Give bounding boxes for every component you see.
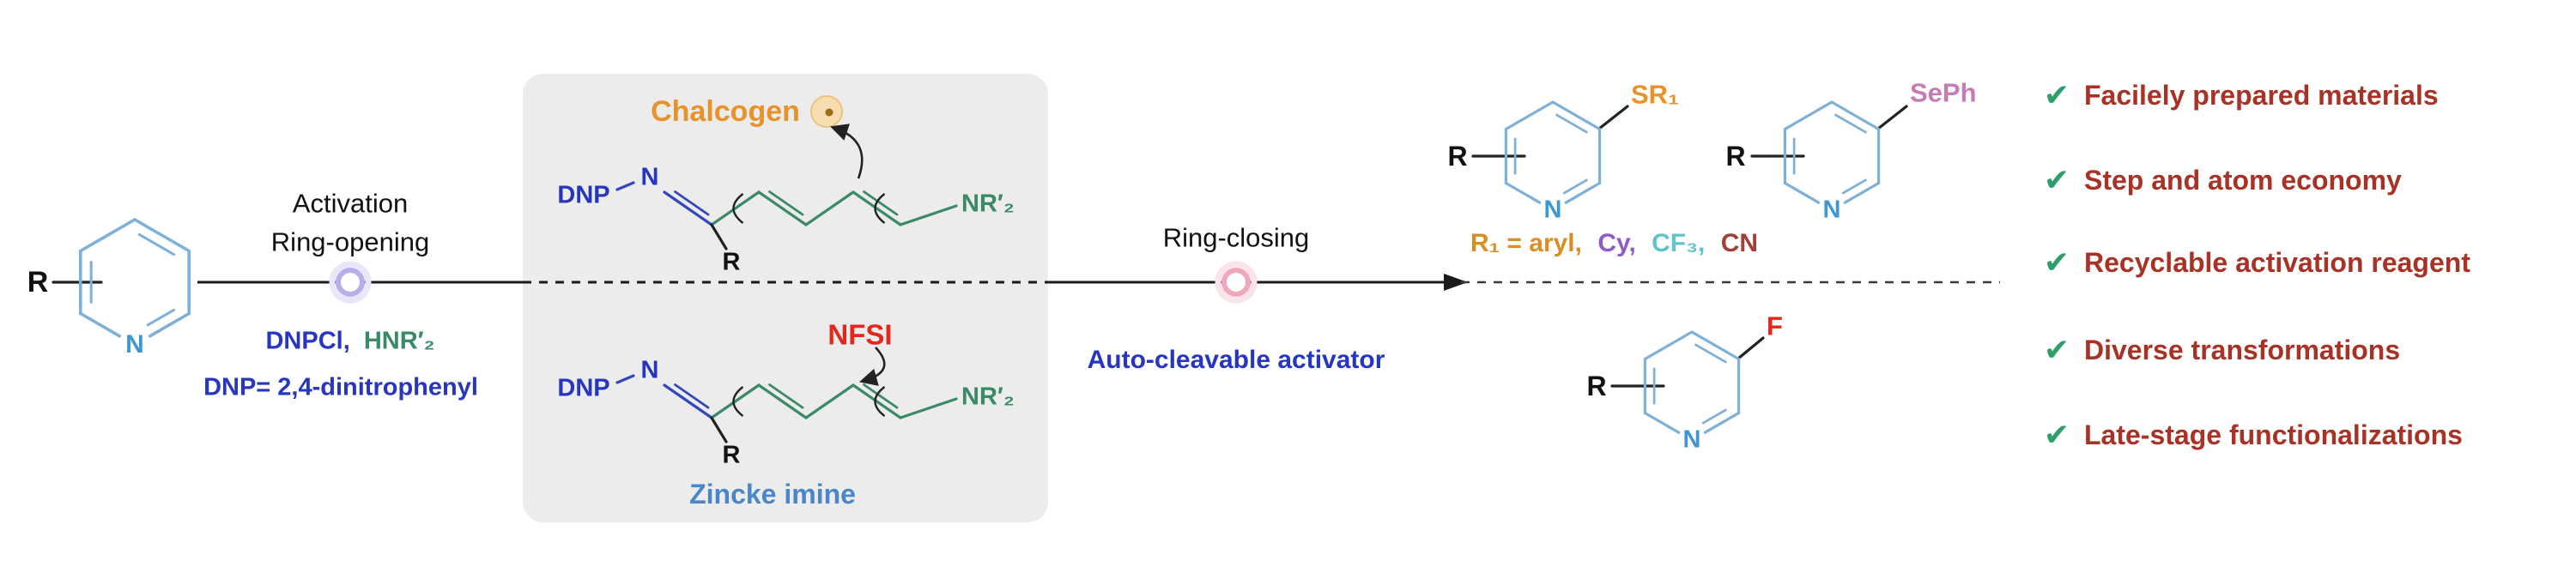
check-icon: ✔ <box>2043 332 2070 367</box>
fluoride-substituent-label: F <box>1767 311 1783 341</box>
check-icon: ✔ <box>2043 417 2070 452</box>
reagent-amine: HNR′₂ <box>363 327 435 355</box>
main-reaction-arrow <box>197 274 1468 291</box>
r1-scope-line: R₁ = aryl, Cy, CF₃, CN <box>1470 231 1758 256</box>
reactant-n-label: N <box>125 330 144 359</box>
nfsi-label: NFSI <box>827 318 893 351</box>
r1-scope-cy: Cy, <box>1597 229 1636 257</box>
selenide-n-label: N <box>1822 196 1841 224</box>
thioether-r-label: R <box>1447 141 1468 172</box>
check-icon: ✔ <box>2043 162 2070 197</box>
check-icon: ✔ <box>2043 244 2070 280</box>
chalcogen-radical-icon <box>810 95 843 128</box>
nfsi-curved-arrow <box>858 347 886 386</box>
r1-scope-aryl: R₁ = aryl, <box>1470 229 1582 257</box>
thioether-sub-bond <box>1597 105 1629 130</box>
top-chain-dnp-label: DNP <box>557 181 610 209</box>
activation-label-line1: Activation <box>292 188 409 219</box>
check-icon: ✔ <box>2043 77 2070 112</box>
fluoride-n-label: N <box>1682 425 1701 454</box>
fluoride-sub-bond <box>1737 336 1765 360</box>
top-chain-nr2-label: NR′₂ <box>961 190 1015 218</box>
chalcogen-label: Chalcogen <box>651 95 800 128</box>
activation-reagents: DNPCl, HNR′₂ <box>265 329 434 354</box>
selenide-sub-bond <box>1876 105 1908 130</box>
top-chain-r-label: R <box>722 248 741 276</box>
zincke-imine-box <box>523 74 1048 522</box>
benefit-item-4: Diverse transformations <box>2084 335 2401 365</box>
benefit-item-3: Recyclable activation reagent <box>2084 247 2470 278</box>
bottom-chain-nr2-label: NR′₂ <box>961 383 1015 411</box>
thioether-n-label: N <box>1543 196 1562 224</box>
selenide-r-label: R <box>1725 141 1746 172</box>
r1-scope-cf3: CF₃, <box>1652 229 1706 257</box>
benefit-item-5: Late-stage functionalizations <box>2084 419 2463 450</box>
chalcogen-curved-arrow <box>830 124 864 179</box>
activation-node-icon <box>329 261 372 304</box>
selenide-substituent-label: SePh <box>1910 77 1977 108</box>
reagent-dnpcl: DNPCl, <box>265 327 350 355</box>
dnp-definition: DNP= 2,4-dinitrophenyl <box>203 373 478 401</box>
bottom-chain-n-label: N <box>640 356 659 384</box>
ring-closing-label: Ring-closing <box>1162 222 1310 253</box>
bottom-chain-dnp-label: DNP <box>557 374 610 402</box>
fluoride-r-label: R <box>1586 371 1607 401</box>
activation-label-line2: Ring-opening <box>270 226 430 257</box>
zincke-imine-caption: Zincke imine <box>689 479 856 510</box>
r1-scope-cn: CN <box>1720 229 1759 257</box>
benefit-item-2: Step and atom economy <box>2084 165 2402 196</box>
thioether-substituent-label: SR₁ <box>1631 79 1679 110</box>
reactant-r-label: R <box>27 266 49 299</box>
structures-layer <box>78 100 1881 443</box>
arrowhead-icon <box>1444 274 1468 291</box>
top-chain-n-label: N <box>640 163 659 191</box>
activator-label: Auto-cleavable activator <box>1087 346 1385 374</box>
ring-closing-node-icon <box>1215 261 1258 304</box>
benefit-item-1: Facilely prepared materials <box>2084 80 2439 111</box>
bottom-chain-r-label: R <box>722 441 741 469</box>
